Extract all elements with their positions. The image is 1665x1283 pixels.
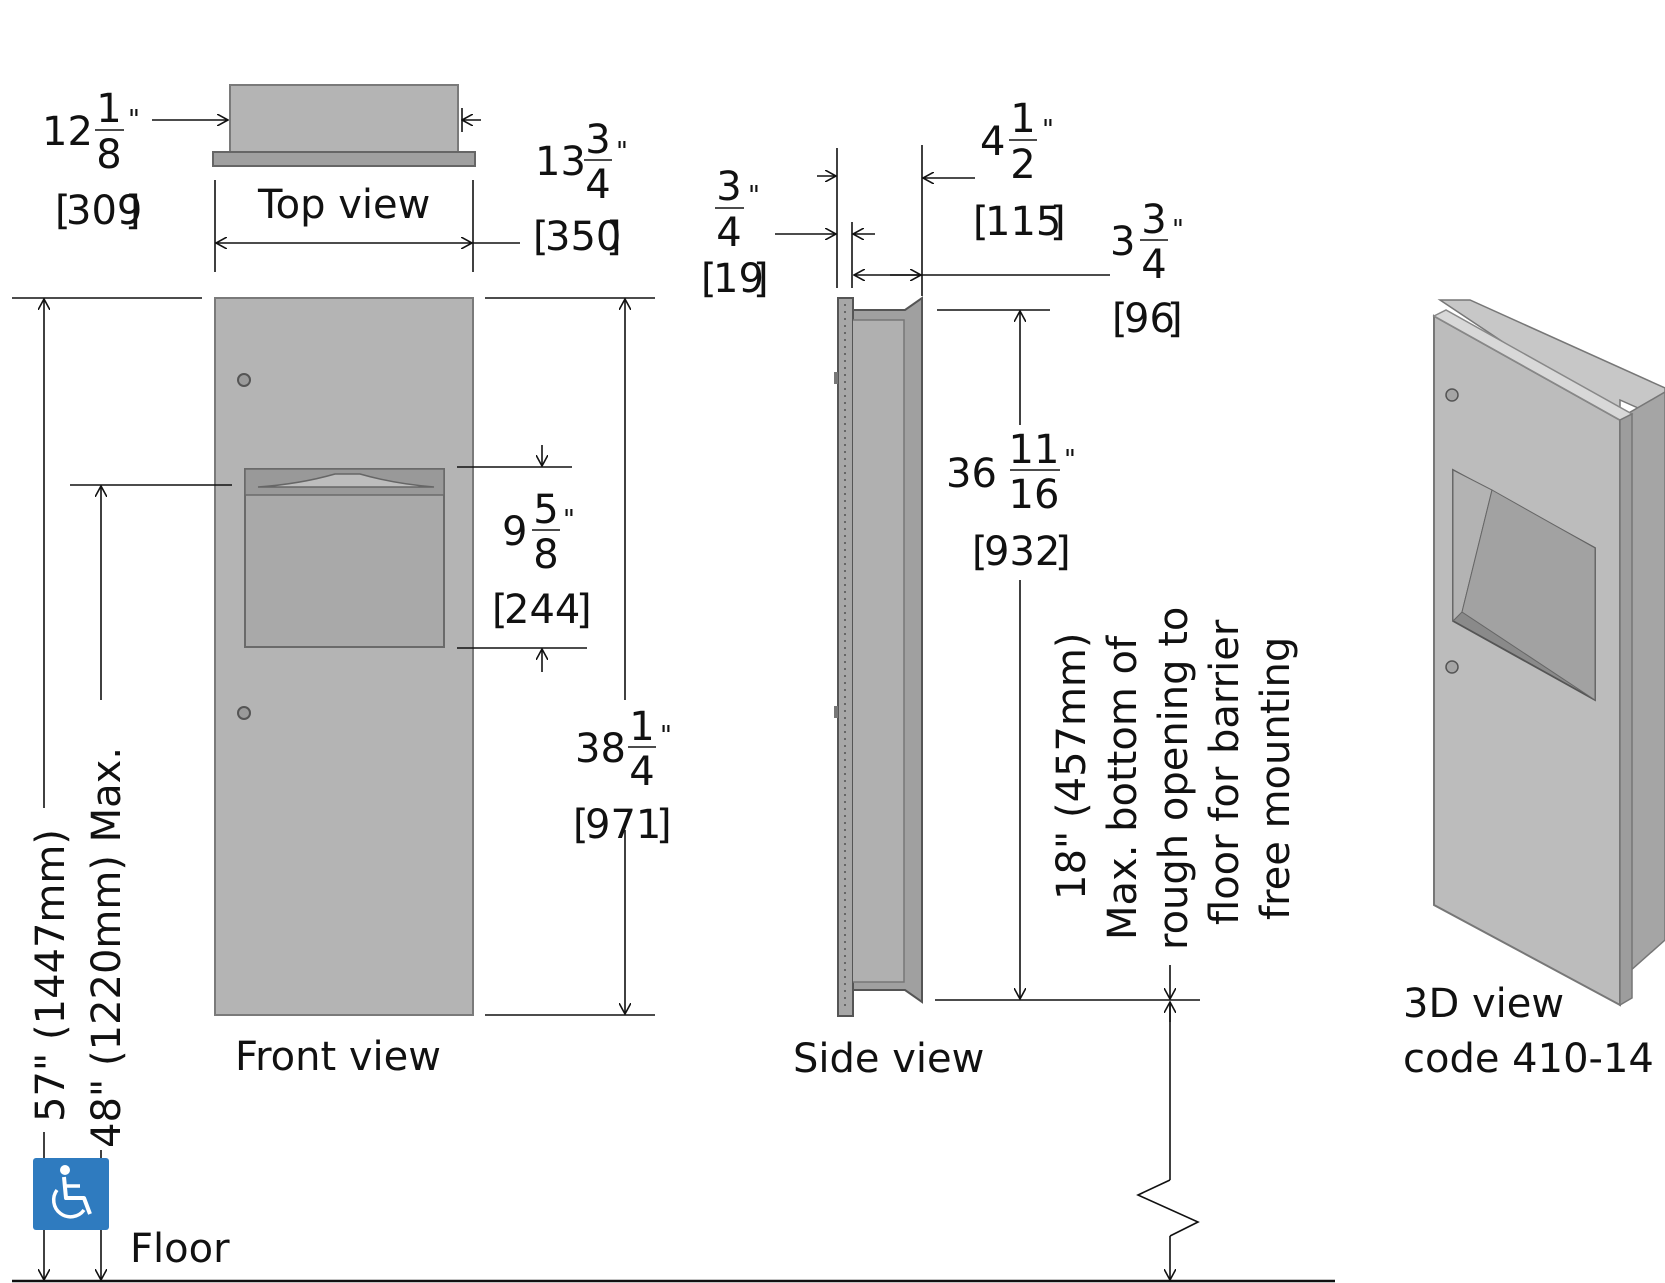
svg-text:3: 3 <box>585 117 610 163</box>
floor-label: Floor <box>130 1226 230 1272</box>
svg-text:8: 8 <box>96 132 121 178</box>
svg-text:Max. bottom of: Max. bottom of <box>1100 635 1146 940</box>
mount-48-dimension: 48" (1220mm) Max. <box>70 484 232 1280</box>
svg-text:8: 8 <box>533 532 558 578</box>
svg-text:5: 5 <box>533 487 558 533</box>
svg-text:[: [ <box>55 188 71 234</box>
barrier-free-dimension <box>1136 965 1200 1280</box>
svg-text:4: 4 <box>629 749 654 795</box>
svg-text:971: 971 <box>585 802 661 848</box>
svg-text:[: [ <box>1112 296 1128 342</box>
svg-text:]: ] <box>606 214 622 260</box>
top-depth-dimension: 12 1 8 " [ 309 ] <box>42 86 481 234</box>
svg-text:115: 115 <box>985 199 1061 245</box>
iso-view-code: code 410-14 <box>1403 1036 1654 1082</box>
svg-text:4: 4 <box>1141 242 1166 288</box>
svg-text:3: 3 <box>1110 219 1135 265</box>
svg-text:": " <box>660 721 672 751</box>
svg-text:": " <box>748 181 760 211</box>
svg-text:free mounting: free mounting <box>1253 637 1299 920</box>
svg-text:[: [ <box>701 256 717 302</box>
svg-text:16: 16 <box>1009 472 1060 518</box>
svg-text:": " <box>563 505 575 535</box>
svg-text:]: ] <box>1167 296 1183 342</box>
svg-text:": " <box>128 105 140 135</box>
svg-text:2: 2 <box>1010 142 1035 188</box>
width-dimension: 13 3 4 " [ 350 ] <box>214 117 628 272</box>
mount-57-dimension: 57" (1447mm) <box>28 299 74 1280</box>
iso-view-drawing <box>1432 299 1665 1007</box>
top-lock-icon <box>237 373 251 387</box>
svg-text:13: 13 <box>535 139 586 185</box>
svg-text:]: ] <box>125 188 141 234</box>
svg-text:1: 1 <box>1010 96 1035 142</box>
svg-text:1: 1 <box>629 704 654 750</box>
iso-view-label: 3D view <box>1403 981 1564 1027</box>
svg-text:[: [ <box>573 802 589 848</box>
svg-text:]: ] <box>1050 199 1066 245</box>
front-view-label: Front view <box>235 1034 441 1080</box>
svg-text:": " <box>1042 115 1054 145</box>
svg-text:244: 244 <box>504 587 580 633</box>
svg-text:932: 932 <box>984 529 1060 575</box>
svg-text:18" (457mm): 18" (457mm) <box>1049 633 1095 901</box>
svg-text:rough opening to: rough opening to <box>1151 607 1197 950</box>
svg-text:1: 1 <box>96 86 121 132</box>
side-depth-dimension: 4 1 2 " [ 115 ] <box>921 96 1066 296</box>
svg-text:36: 36 <box>946 451 997 497</box>
svg-text:38: 38 <box>575 726 626 772</box>
bottom-lock-icon <box>237 706 251 720</box>
svg-text:[: [ <box>972 529 988 575</box>
svg-text:]: ] <box>656 802 672 848</box>
svg-text:": " <box>1064 445 1076 475</box>
svg-text:11: 11 <box>1009 427 1060 473</box>
svg-text:4: 4 <box>716 210 741 256</box>
svg-text:3: 3 <box>1141 197 1166 243</box>
side-view-drawing <box>834 296 923 1017</box>
svg-text:57" (1447mm): 57" (1447mm) <box>28 829 74 1122</box>
barrier-free-note: 18" (457mm) Max. bottom of rough opening… <box>1049 607 1299 950</box>
svg-text:48" (1220mm) Max.: 48" (1220mm) Max. <box>84 747 130 1148</box>
svg-text:4: 4 <box>980 119 1005 165</box>
side-view-label: Side view <box>793 1036 984 1082</box>
svg-text:]: ] <box>1055 529 1071 575</box>
svg-text:3: 3 <box>716 164 741 210</box>
front-view-drawing <box>214 297 474 1016</box>
svg-text:floor for barrier: floor for barrier <box>1202 619 1248 925</box>
top-view-label: Top view <box>257 182 430 228</box>
svg-text:]: ] <box>753 256 769 302</box>
svg-text:": " <box>1172 215 1184 245</box>
svg-text:[: [ <box>533 214 549 260</box>
svg-text:350: 350 <box>545 214 621 260</box>
svg-text:]: ] <box>576 587 592 633</box>
svg-text:309: 309 <box>66 188 142 234</box>
wheelchair-accessibility-icon <box>33 1158 109 1230</box>
height-dimension: 38 1 4 " [ 971 ] <box>573 299 672 1014</box>
top-view-drawing <box>212 84 476 167</box>
svg-text:96: 96 <box>1124 296 1175 342</box>
svg-text:[: [ <box>492 587 508 633</box>
rough-height-dimension: 36 11 16 " [ 932 ] <box>935 309 1200 1001</box>
svg-text:9: 9 <box>502 509 527 555</box>
recess-dimension: 3 3 4 " [ 96 ] <box>854 197 1184 342</box>
svg-text:19: 19 <box>713 256 764 302</box>
flange-dimension: 3 4 " [ 19 ] <box>701 148 875 302</box>
svg-text:[: [ <box>973 199 989 245</box>
svg-text:": " <box>616 137 628 167</box>
svg-text:12: 12 <box>42 109 93 155</box>
svg-text:4: 4 <box>585 162 610 208</box>
opening-dimension: 9 5 8 " [ 244 ] <box>457 445 592 672</box>
